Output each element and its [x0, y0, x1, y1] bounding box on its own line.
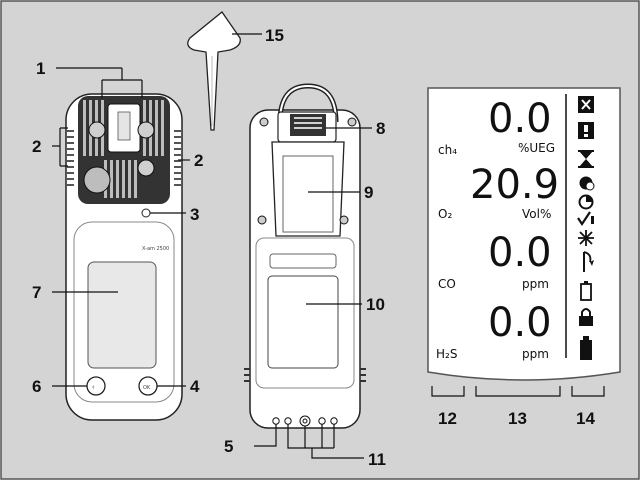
- alarm-led: [141, 208, 151, 218]
- alarm-x-icon: [578, 96, 594, 113]
- lock-icon: [579, 308, 593, 326]
- leader-1: [56, 67, 143, 98]
- callout-8: 8: [376, 119, 385, 138]
- bracket-14: [571, 386, 605, 397]
- battery-full-icon: [580, 336, 592, 360]
- callout-15: 15: [265, 26, 284, 45]
- callout-3: 3: [190, 205, 199, 224]
- callout-7: 7: [32, 283, 41, 302]
- callout-9: 9: [364, 183, 373, 202]
- device-back-view: [244, 83, 366, 429]
- bracket-13: [475, 386, 561, 397]
- leader-11: [287, 424, 364, 459]
- reading-1-unit: %UEG: [518, 141, 555, 155]
- display-closeup: [427, 87, 621, 381]
- battery-empty-icon: [580, 281, 592, 301]
- device-front-view: X-am 2500 ⚕ OK: [65, 93, 183, 421]
- callout-14: 14: [576, 409, 595, 428]
- callout-10: 10: [366, 295, 385, 314]
- reading-1-value: 0.0: [488, 96, 552, 142]
- reading-2-gas: O₂: [438, 207, 452, 221]
- leader-2-left: [52, 127, 68, 167]
- bump-test-icon: [579, 176, 595, 191]
- timer-icon: [578, 194, 594, 210]
- callout-2-left: 2: [32, 137, 41, 156]
- model-label: X-am 2500: [142, 246, 169, 252]
- alarm-exclamation-icon: [578, 122, 594, 139]
- callout-1: 1: [36, 59, 45, 78]
- reading-4-unit: ppm: [522, 347, 549, 361]
- callout-6: 6: [32, 377, 41, 396]
- check-icon: [577, 211, 594, 226]
- callout-5: 5: [224, 437, 233, 456]
- reading-2-unit: Vol%: [522, 207, 551, 221]
- reading-3-value: 0.0: [488, 230, 552, 276]
- bracket-12: [431, 386, 465, 397]
- callout-11: 11: [368, 450, 386, 469]
- leader-5: [254, 424, 277, 447]
- callout-13: 13: [508, 409, 527, 428]
- reading-3-gas: CO: [438, 277, 456, 291]
- ok-button-label: OK: [143, 385, 151, 391]
- reading-3-unit: ppm: [522, 277, 549, 291]
- power-button-label: ⚕: [92, 385, 95, 391]
- calibration-icon: [578, 230, 594, 246]
- reading-4-value: 0.0: [488, 300, 552, 346]
- front-display: [87, 261, 157, 369]
- tool-icon: [583, 251, 594, 272]
- probe-tip: [187, 11, 241, 131]
- power-button[interactable]: [86, 376, 106, 396]
- hourglass-icon: [578, 150, 594, 168]
- callout-4: 4: [190, 377, 200, 396]
- reading-2-value: 20.9: [470, 162, 559, 208]
- callout-12: 12: [438, 409, 457, 428]
- callout-2-right: 2: [194, 151, 203, 170]
- reading-1-gas: ch₄: [438, 143, 457, 157]
- reading-4-gas: H₂S: [436, 347, 457, 361]
